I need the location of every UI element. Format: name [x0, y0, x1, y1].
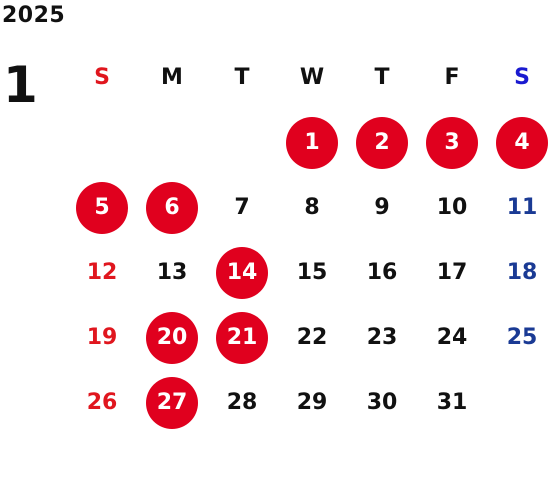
day-cell[interactable]: 9: [347, 175, 417, 240]
weekday-header-thu: T: [374, 65, 390, 90]
day-number: 15: [296, 260, 328, 285]
day-number: 4: [496, 116, 548, 169]
weekday-header-wed: W: [299, 65, 325, 90]
day-number: 29: [296, 390, 328, 415]
day-cell[interactable]: 4: [487, 110, 548, 175]
day-number: 2: [356, 116, 408, 169]
day-cell[interactable]: 1: [277, 110, 347, 175]
empty-cell: [487, 370, 548, 435]
day-number: 30: [366, 390, 398, 415]
day-number: 18: [506, 260, 538, 285]
day-cell[interactable]: 17: [417, 240, 487, 305]
day-cell[interactable]: 7: [207, 175, 277, 240]
weekday-header-mon: M: [161, 65, 183, 90]
day-number: 23: [366, 325, 398, 350]
day-number: 11: [506, 195, 538, 220]
day-cell[interactable]: 13: [137, 240, 207, 305]
day-cell[interactable]: 22: [277, 305, 347, 370]
calendar-grid: S M T W T F S 1 2 3 4 5 6 7 8 9 10 11 12…: [67, 45, 548, 435]
day-number: 19: [86, 325, 118, 350]
day-cell[interactable]: 16: [347, 240, 417, 305]
day-cell[interactable]: 23: [347, 305, 417, 370]
day-number: 10: [436, 195, 468, 220]
day-number: 5: [76, 181, 128, 234]
day-cell[interactable]: 24: [417, 305, 487, 370]
day-number: 9: [374, 195, 390, 220]
day-cell[interactable]: 31: [417, 370, 487, 435]
day-number: 1: [286, 116, 338, 169]
empty-cell: [207, 110, 277, 175]
day-cell[interactable]: 14: [207, 240, 277, 305]
day-number: 17: [436, 260, 468, 285]
empty-cell: [67, 110, 137, 175]
day-number: 25: [506, 325, 538, 350]
day-number: 7: [234, 195, 250, 220]
day-cell[interactable]: 29: [277, 370, 347, 435]
day-cell[interactable]: 12: [67, 240, 137, 305]
day-number: 8: [304, 195, 320, 220]
day-cell[interactable]: 28: [207, 370, 277, 435]
day-number: 14: [216, 246, 268, 299]
day-cell[interactable]: 18: [487, 240, 548, 305]
day-number: 27: [146, 376, 198, 429]
day-cell[interactable]: 25: [487, 305, 548, 370]
day-cell[interactable]: 11: [487, 175, 548, 240]
day-cell[interactable]: 26: [67, 370, 137, 435]
day-cell[interactable]: 19: [67, 305, 137, 370]
day-cell[interactable]: 30: [347, 370, 417, 435]
day-cell[interactable]: 27: [137, 370, 207, 435]
day-cell[interactable]: 5: [67, 175, 137, 240]
day-number: 13: [156, 260, 188, 285]
day-number: 31: [436, 390, 468, 415]
day-number: 20: [146, 311, 198, 364]
day-number: 12: [86, 260, 118, 285]
day-cell[interactable]: 6: [137, 175, 207, 240]
day-number: 22: [296, 325, 328, 350]
day-number: 26: [86, 390, 118, 415]
weekday-header-fri: F: [444, 65, 460, 90]
day-number: 6: [146, 181, 198, 234]
day-cell[interactable]: 15: [277, 240, 347, 305]
day-cell[interactable]: 2: [347, 110, 417, 175]
day-cell[interactable]: 21: [207, 305, 277, 370]
day-cell[interactable]: 3: [417, 110, 487, 175]
day-cell[interactable]: 20: [137, 305, 207, 370]
year-label: 2025: [2, 3, 66, 28]
weekday-header-tue: T: [234, 65, 250, 90]
weekday-header-sat: S: [514, 65, 530, 90]
day-number: 24: [436, 325, 468, 350]
empty-cell: [137, 110, 207, 175]
weekday-header-sun: S: [94, 65, 110, 90]
day-number: 3: [426, 116, 478, 169]
day-number: 21: [216, 311, 268, 364]
day-number: 16: [366, 260, 398, 285]
month-label: 1: [3, 56, 38, 114]
day-cell[interactable]: 10: [417, 175, 487, 240]
day-cell[interactable]: 8: [277, 175, 347, 240]
day-number: 28: [226, 390, 258, 415]
